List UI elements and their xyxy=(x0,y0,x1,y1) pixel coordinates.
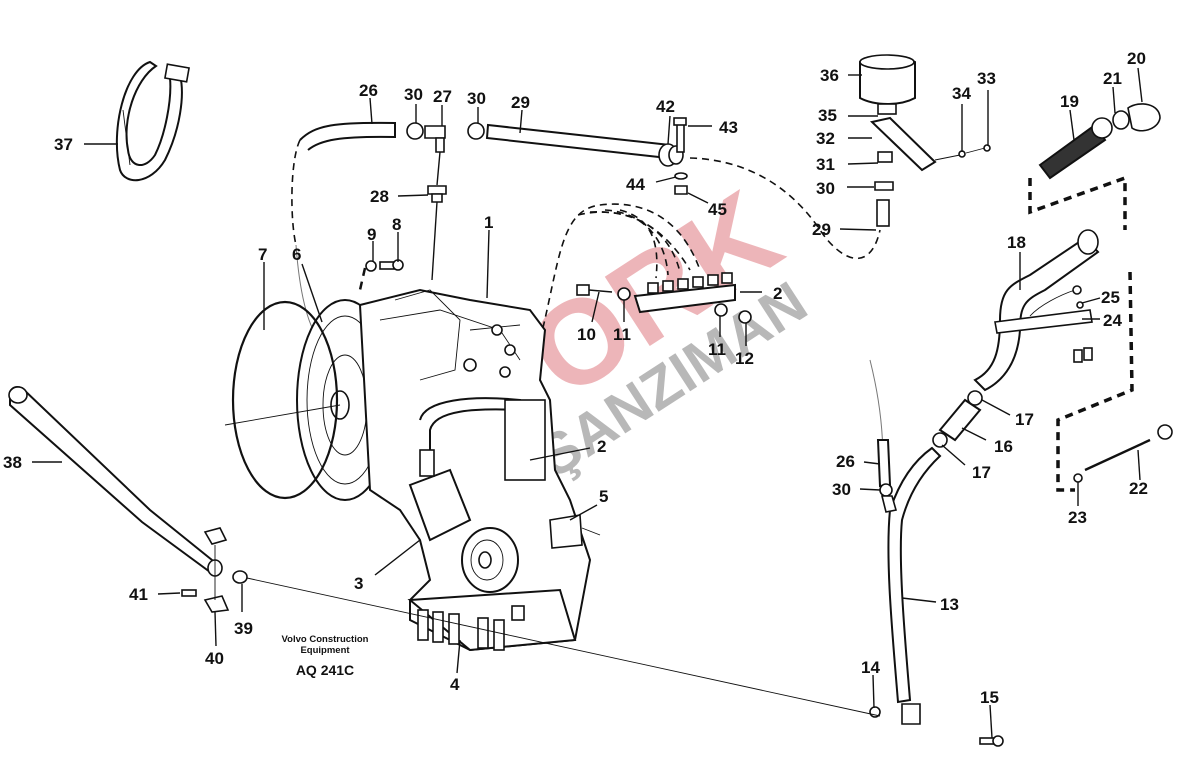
transmission-housing-1 xyxy=(224,259,601,652)
callout-33: 33 xyxy=(977,69,996,88)
callout-30-b: 30 xyxy=(467,89,486,108)
callout-27: 27 xyxy=(433,87,452,106)
callout-11-right: 11 xyxy=(708,340,726,359)
manufacturer-line-2: Equipment xyxy=(300,645,350,656)
callout-41: 41 xyxy=(129,585,148,604)
filler-tube-assembly xyxy=(869,103,1173,747)
callout-24: 24 xyxy=(1103,311,1122,330)
callout-9: 9 xyxy=(367,225,376,244)
callout-30-c: 30 xyxy=(816,179,835,198)
callout-21: 21 xyxy=(1103,69,1122,88)
callout-11: 11 xyxy=(613,325,631,344)
callout-16: 16 xyxy=(994,437,1013,456)
callout-6: 6 xyxy=(292,245,301,264)
callout-30: 30 xyxy=(404,85,423,104)
callout-26-lower: 26 xyxy=(836,452,855,471)
callout-29: 29 xyxy=(511,93,530,112)
callout-3: 3 xyxy=(354,574,363,593)
callout-20: 20 xyxy=(1127,49,1146,68)
callout-5: 5 xyxy=(599,487,608,506)
callout-31: 31 xyxy=(816,155,835,174)
callout-40: 40 xyxy=(205,649,224,668)
callout-29-right: 29 xyxy=(812,220,831,239)
diagram-caption: Volvo Construction Equipment AQ 241C xyxy=(270,634,380,678)
callout-35: 35 xyxy=(818,106,837,125)
callout-22: 22 xyxy=(1129,479,1148,498)
callout-2: 2 xyxy=(773,284,782,303)
callout-26: 26 xyxy=(359,81,378,100)
manufacturer-line-1: Volvo Construction xyxy=(281,634,369,645)
drain-pipe-38 xyxy=(8,386,881,717)
callout-17: 17 xyxy=(1015,410,1034,429)
callout-30-d: 30 xyxy=(832,480,851,499)
callout-36: 36 xyxy=(820,66,839,85)
callout-43: 43 xyxy=(719,118,738,137)
callout-39: 39 xyxy=(234,619,253,638)
distribution-block-2 xyxy=(576,272,752,324)
banjo-fitting-42 xyxy=(658,117,881,260)
callout-2-lower: 2 xyxy=(597,437,606,456)
callout-25: 25 xyxy=(1101,288,1120,307)
callout-28: 28 xyxy=(370,187,389,206)
model-code: AQ 241C xyxy=(295,662,355,678)
callout-8: 8 xyxy=(392,215,401,234)
callout-37: 37 xyxy=(54,135,73,154)
callout-18: 18 xyxy=(1007,233,1026,252)
callout-15: 15 xyxy=(980,688,999,707)
callout-7: 7 xyxy=(258,245,267,264)
callout-1: 1 xyxy=(484,213,493,232)
callout-42: 42 xyxy=(656,97,675,116)
callout-10: 10 xyxy=(577,325,596,344)
callout-13: 13 xyxy=(940,595,959,614)
callout-45: 45 xyxy=(708,200,727,219)
breather-hose-assembly xyxy=(291,121,672,341)
callout-38: 38 xyxy=(3,453,22,472)
leader-lines xyxy=(32,67,1143,739)
hose-clamp-37 xyxy=(115,60,190,182)
callout-4: 4 xyxy=(450,675,460,694)
callout-19: 19 xyxy=(1060,92,1079,111)
callout-44: 44 xyxy=(626,175,645,194)
callout-labels: 1 2 2 3 4 5 6 7 8 9 10 11 11 12 13 14 15… xyxy=(3,49,1148,707)
oil-filter-36 xyxy=(859,54,991,227)
callout-23: 23 xyxy=(1068,508,1087,527)
callout-14: 14 xyxy=(861,658,880,677)
callout-12: 12 xyxy=(735,349,754,368)
callout-17-lower: 17 xyxy=(972,463,991,482)
callout-34: 34 xyxy=(952,84,971,103)
callout-32: 32 xyxy=(816,129,835,148)
